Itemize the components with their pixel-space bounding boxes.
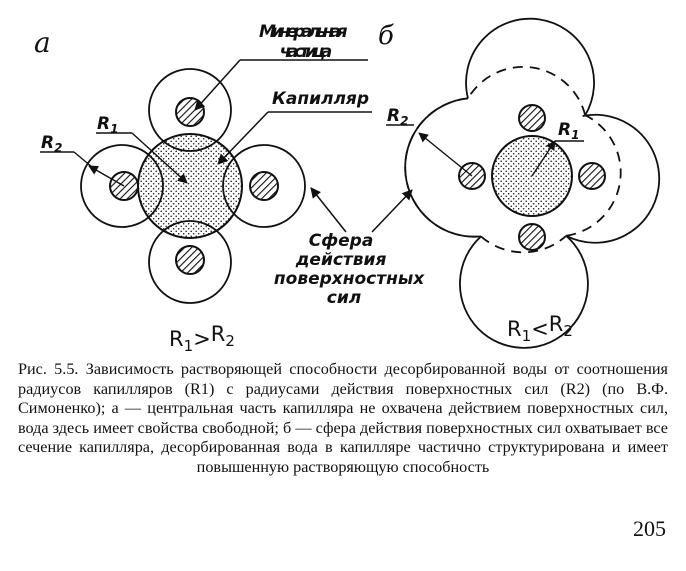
mineral-particle-b-bottom (518, 223, 546, 251)
panel-a-diagram (40, 59, 372, 304)
capillary-label: Капилляр (272, 89, 369, 109)
mineral-particle-label: Минеральная частица (259, 22, 349, 62)
sphere-b-bottom (459, 235, 589, 349)
panel-b-label: б (378, 21, 394, 51)
r2-label-a: R2 (41, 133, 62, 155)
panel-b-diagram (371, 17, 661, 349)
caption-text: Зависимость растворяющей способности дес… (18, 360, 668, 476)
sphere-leader-a (310, 187, 347, 233)
capillary-circle-a (137, 133, 243, 239)
r1-arrow-b (531, 140, 556, 177)
mineral-particle-right (249, 171, 279, 201)
r1-label-b: R1 (558, 120, 579, 142)
relation-b: R1<R2 (507, 312, 573, 345)
sphere-label: Сфера действия поверхностных сил (274, 231, 430, 308)
mineral-leader (194, 59, 241, 111)
mineral-particle-b-right (578, 162, 606, 190)
r1-arrow-a (131, 132, 188, 184)
r2-leader-a (73, 151, 93, 168)
capillary-diagram: а б Минеральная частица Капилляр R1 R2 R… (34, 17, 661, 355)
panel-a-label: а (34, 26, 51, 59)
r2-arrow-b (418, 132, 473, 177)
r2-arrow-a (88, 165, 125, 187)
sphere-b-right (565, 113, 661, 244)
page-number: 205 (633, 516, 666, 541)
sphere-leader-b (371, 189, 413, 233)
r1-label-a: R1 (97, 114, 118, 136)
figure-caption: Рис. 5.5. Зависимость растворяющей спосо… (18, 360, 668, 477)
capillary-leader (217, 111, 269, 165)
sphere-b-dashed (404, 65, 622, 254)
sphere-b-top (465, 17, 595, 116)
mineral-particle-top (175, 97, 205, 127)
mineral-particle-b-top (518, 104, 546, 132)
r2-label-b: R2 (387, 106, 408, 128)
relation-a: R1>R2 (169, 322, 235, 355)
caption-prefix: Рис. 5.5. (18, 360, 79, 378)
mineral-particle-bottom (175, 245, 205, 275)
